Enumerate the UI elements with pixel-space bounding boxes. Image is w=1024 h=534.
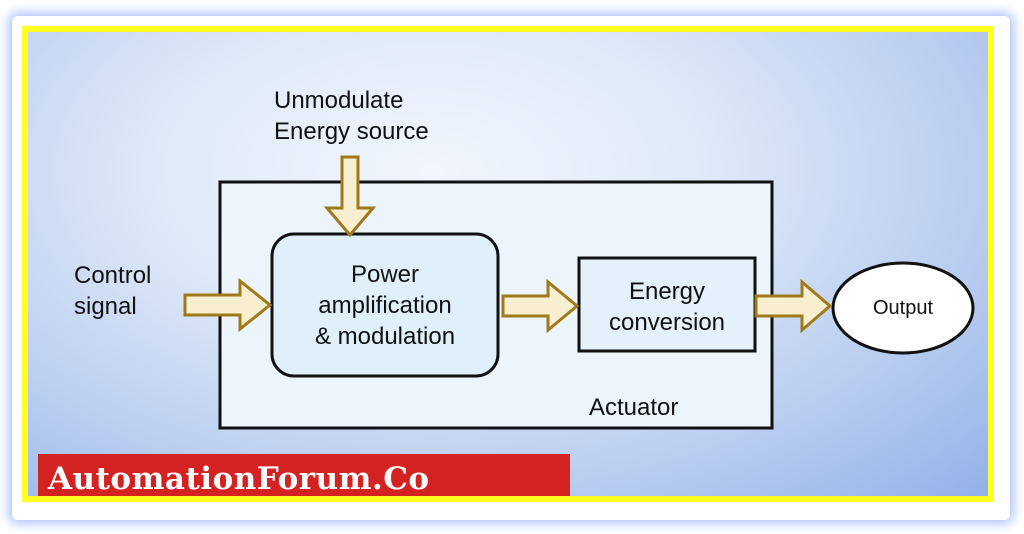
power-block-line3: & modulation — [314, 323, 456, 350]
energy-source-line2: Energy source — [274, 118, 429, 145]
control-signal-label: Control signal — [74, 260, 151, 322]
energy-block-line1: Energy — [628, 278, 706, 305]
energy-source-line1: Unmodulate — [274, 87, 404, 114]
control-signal-line2: signal — [74, 293, 137, 320]
power-block-line1: Power — [350, 261, 420, 288]
block-diagram — [183, 155, 975, 430]
energy-source-arrow — [323, 155, 377, 238]
watermark-banner: AutomationForum.Co — [38, 454, 570, 497]
conversion-to-output-arrow — [754, 278, 833, 334]
watermark-text: AutomationForum.Co — [48, 461, 430, 497]
actuator-label: Actuator — [589, 394, 679, 421]
energy-source-label: Unmodulate Energy source — [274, 85, 429, 147]
diagram-frame: Unmodulate Energy source Control signal … — [22, 26, 994, 502]
power-to-conversion-arrow — [501, 278, 580, 334]
energy-block-label: Energy conversion — [579, 276, 755, 338]
energy-conversion-box — [577, 256, 757, 353]
control-signal-arrow — [183, 277, 273, 333]
power-block-line2: amplification — [318, 292, 452, 319]
output-ellipse — [831, 261, 975, 355]
output-label: Output — [872, 297, 934, 319]
power-block-label: Power amplification & modulation — [272, 259, 498, 352]
control-signal-line1: Control — [74, 262, 152, 289]
energy-block-line2: conversion — [608, 309, 726, 336]
